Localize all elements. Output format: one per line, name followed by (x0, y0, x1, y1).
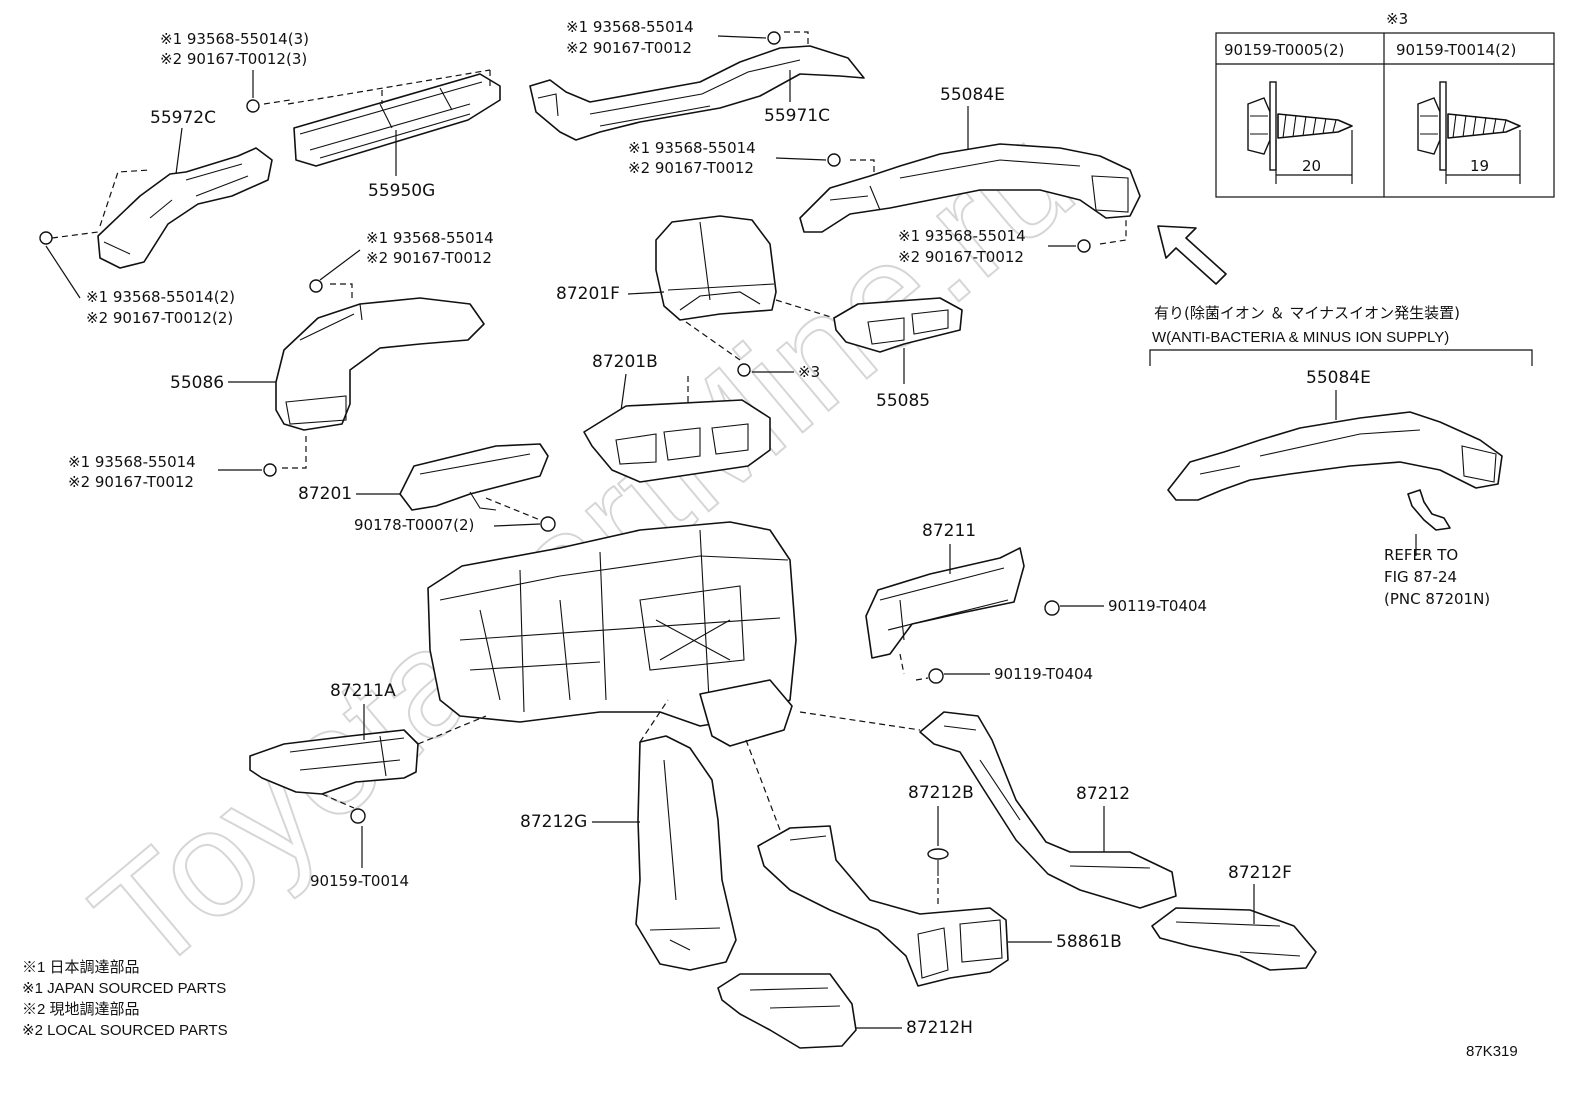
ref-lower-2: ※2 90167-T0012 (68, 473, 194, 491)
label-55085: 55085 (876, 391, 930, 411)
refer-note-2: FIG 87-24 (1384, 568, 1457, 586)
footnote-1: ※1 日本調達部品 (22, 959, 140, 976)
bolt-top-mid-icon (767, 31, 781, 45)
bolt-90119b-icon (928, 668, 944, 684)
footnote-4: ※2 LOCAL SOURCED PARTS (22, 1022, 228, 1039)
duct-87212F (1151, 907, 1317, 971)
duct-55086 (275, 297, 485, 431)
label-55084E: 55084E (940, 85, 1005, 105)
label-90159: 90159-T0014 (310, 872, 409, 890)
screw-length-20: 20 (1302, 157, 1321, 175)
label-58861B: 58861B (1056, 932, 1122, 952)
bolt-ref3-icon (737, 363, 751, 377)
bolt-90119a-icon (1044, 600, 1060, 616)
ref-top-left-1: ※1 93568-55014(3) (160, 30, 309, 48)
screw-box-col2-label: 90159-T0014(2) (1396, 41, 1516, 59)
ref-lower-1: ※1 93568-55014 (68, 453, 196, 471)
label-55971C: 55971C (764, 106, 830, 126)
label-87212H: 87212H (906, 1018, 973, 1038)
ref-mid-2: ※2 90167-T0012 (628, 159, 754, 177)
duct-58861B (757, 825, 1009, 987)
refer-note-1: REFER TO (1384, 546, 1458, 564)
duct-87201F (655, 215, 777, 321)
label-90119-a: 90119-T0404 (1108, 597, 1207, 615)
bolt-90159-icon (350, 808, 366, 824)
register-87201B (583, 399, 771, 483)
label-55086: 55086 (170, 373, 224, 393)
bolt-top-left-icon (246, 99, 260, 113)
label-55972C: 55972C (150, 108, 216, 128)
ref-duct55086-1: ※1 93568-55014 (366, 229, 494, 247)
ref-top-mid-1: ※1 93568-55014 (566, 18, 694, 36)
screw-length-19: 19 (1470, 157, 1489, 175)
label-87211: 87211 (922, 521, 976, 541)
ref-top-left-2: ※2 90167-T0012(3) (160, 50, 307, 68)
footnote-2: ※1 JAPAN SOURCED PARTS (22, 980, 226, 997)
diagram-code: 87K319 (1466, 1043, 1518, 1060)
screw-box-col1-label: 90159-T0005(2) (1224, 41, 1344, 59)
register-55085 (833, 297, 963, 353)
duct-55971C (529, 45, 865, 141)
heater-unit-assembly (427, 521, 797, 747)
ref-mid-1: ※1 93568-55014 (628, 139, 756, 157)
option-note-english: W(ANTI-BACTERIA & MINUS ION SUPPLY) (1152, 329, 1449, 346)
ref-top-mid-2: ※2 90167-T0012 (566, 39, 692, 57)
option-note-japanese: 有り(除菌イオン ＆ マイナスイオン発生装置) (1154, 304, 1460, 322)
screw-reference-box: ※3 90159-T0005(2) 90159-T0014(2) 20 19 (1215, 10, 1555, 198)
label-90119-b: 90119-T0404 (994, 665, 1093, 683)
label-55950G: 55950G (368, 181, 435, 201)
duct-87212H (717, 973, 857, 1049)
label-87212B: 87212B (908, 783, 974, 803)
label-87201F: 87201F (556, 284, 620, 304)
ref3-label: ※3 (798, 363, 820, 381)
duct-87211 (865, 547, 1025, 659)
ref-left-2: ※2 90167-T0012(2) (86, 309, 233, 327)
screw-box-frame (1215, 32, 1555, 198)
footnote-3: ※2 現地調達部品 (22, 1001, 140, 1018)
screw-box-header-mark: ※3 (1386, 10, 1408, 28)
option-section: 有り(除菌イオン ＆ マイナスイオン発生装置) W(ANTI-BACTERIA … (1149, 304, 1533, 608)
label-90178: 90178-T0007(2) (354, 516, 474, 534)
label-87211A: 87211A (330, 681, 396, 701)
bolt-mid-icon (827, 153, 841, 167)
clip-87212B-icon (927, 848, 949, 876)
duct-87211A (249, 729, 419, 795)
duct-55972C (97, 147, 273, 269)
duct-55084E (799, 143, 1141, 233)
label-87201: 87201 (298, 484, 352, 504)
refer-note-3: (PNC 87201N) (1384, 590, 1490, 608)
ref-right-2: ※2 90167-T0012 (898, 248, 1024, 266)
bolt-right-icon (1077, 239, 1091, 253)
ref-left-1: ※1 93568-55014(2) (86, 288, 235, 306)
tapping-screw-20-icon: 20 (1247, 81, 1353, 184)
label-87212G: 87212G (520, 812, 587, 832)
duct-87201 (399, 443, 549, 511)
bolt-55086-icon (309, 279, 323, 293)
ref-duct55086-2: ※2 90167-T0012 (366, 249, 492, 267)
duct-87212 (919, 711, 1177, 909)
duct-55084E-option (1167, 411, 1503, 501)
duct-87212G (635, 735, 737, 971)
bolt-90178-icon (540, 516, 556, 532)
label-87212F: 87212F (1228, 863, 1292, 883)
ion-generator-harness (1407, 489, 1451, 531)
bolt-left-icon (39, 231, 53, 245)
ref-right-1: ※1 93568-55014 (898, 227, 1026, 245)
tapping-screw-19-icon: 19 (1417, 81, 1521, 184)
duct-55950G (287, 69, 501, 167)
view-direction-arrow (1157, 225, 1227, 285)
label-87212: 87212 (1076, 784, 1130, 804)
bolt-lower-icon (263, 463, 277, 477)
label-87201B: 87201B (592, 352, 658, 372)
label-55084E-option: 55084E (1306, 368, 1371, 388)
